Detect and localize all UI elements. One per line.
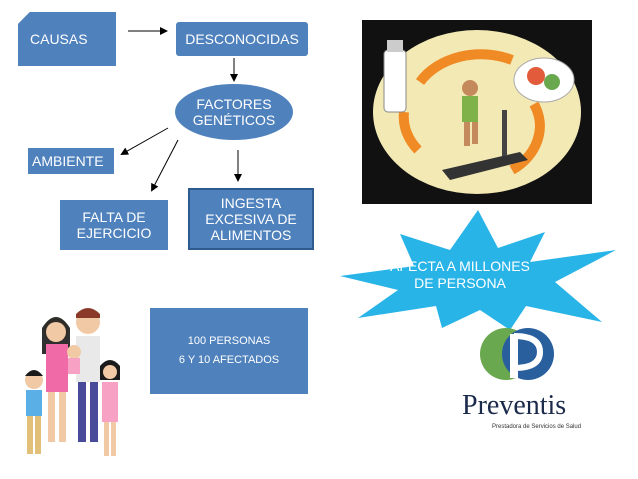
afecta-millones-star — [340, 210, 616, 330]
arrow-factores-ambiente — [120, 127, 169, 155]
personas-line1: 100 PERSONAS — [187, 335, 271, 348]
ingesta-label: INGESTA EXCESIVA DE ALIMENTOS — [205, 194, 297, 244]
factores-label: FACTORES GENÉTICOS — [192, 95, 276, 128]
factores-geneticos-node: FACTORES GENÉTICOS — [175, 84, 293, 140]
logo-name: Preventis — [462, 390, 567, 421]
logo-subtitle: Prestadora de Servicios de Salud — [492, 424, 582, 430]
ambiente-node: AMBIENTE — [28, 148, 114, 174]
family-illustration-icon — [25, 308, 120, 456]
arrow-factores-falta — [151, 139, 179, 192]
personas-line2: 6 Y 10 AFECTADOS — [178, 354, 280, 366]
desconocidas-node: DESCONOCIDAS — [176, 22, 308, 56]
ambiente-label: AMBIENTE — [32, 152, 104, 169]
falta-label: FALTA DE EJERCICIO — [76, 208, 152, 241]
preventis-logo-icon — [480, 328, 554, 380]
falta-de-ejercicio-node: FALTA DE EJERCICIO — [60, 200, 168, 250]
star-label: AFECTA A MILLONES DE PERSONA — [390, 258, 530, 291]
personas-afectadas-box: 100 PERSONAS 6 Y 10 AFECTADOS — [150, 308, 308, 394]
causas-node: CAUSAS — [18, 12, 116, 66]
desconocidas-label: DESCONOCIDAS — [185, 30, 299, 47]
ingesta-excesiva-node: INGESTA EXCESIVA DE ALIMENTOS — [188, 188, 314, 250]
treadmill-lifestyle-photo — [362, 20, 592, 204]
causas-label: CAUSAS — [30, 30, 88, 47]
